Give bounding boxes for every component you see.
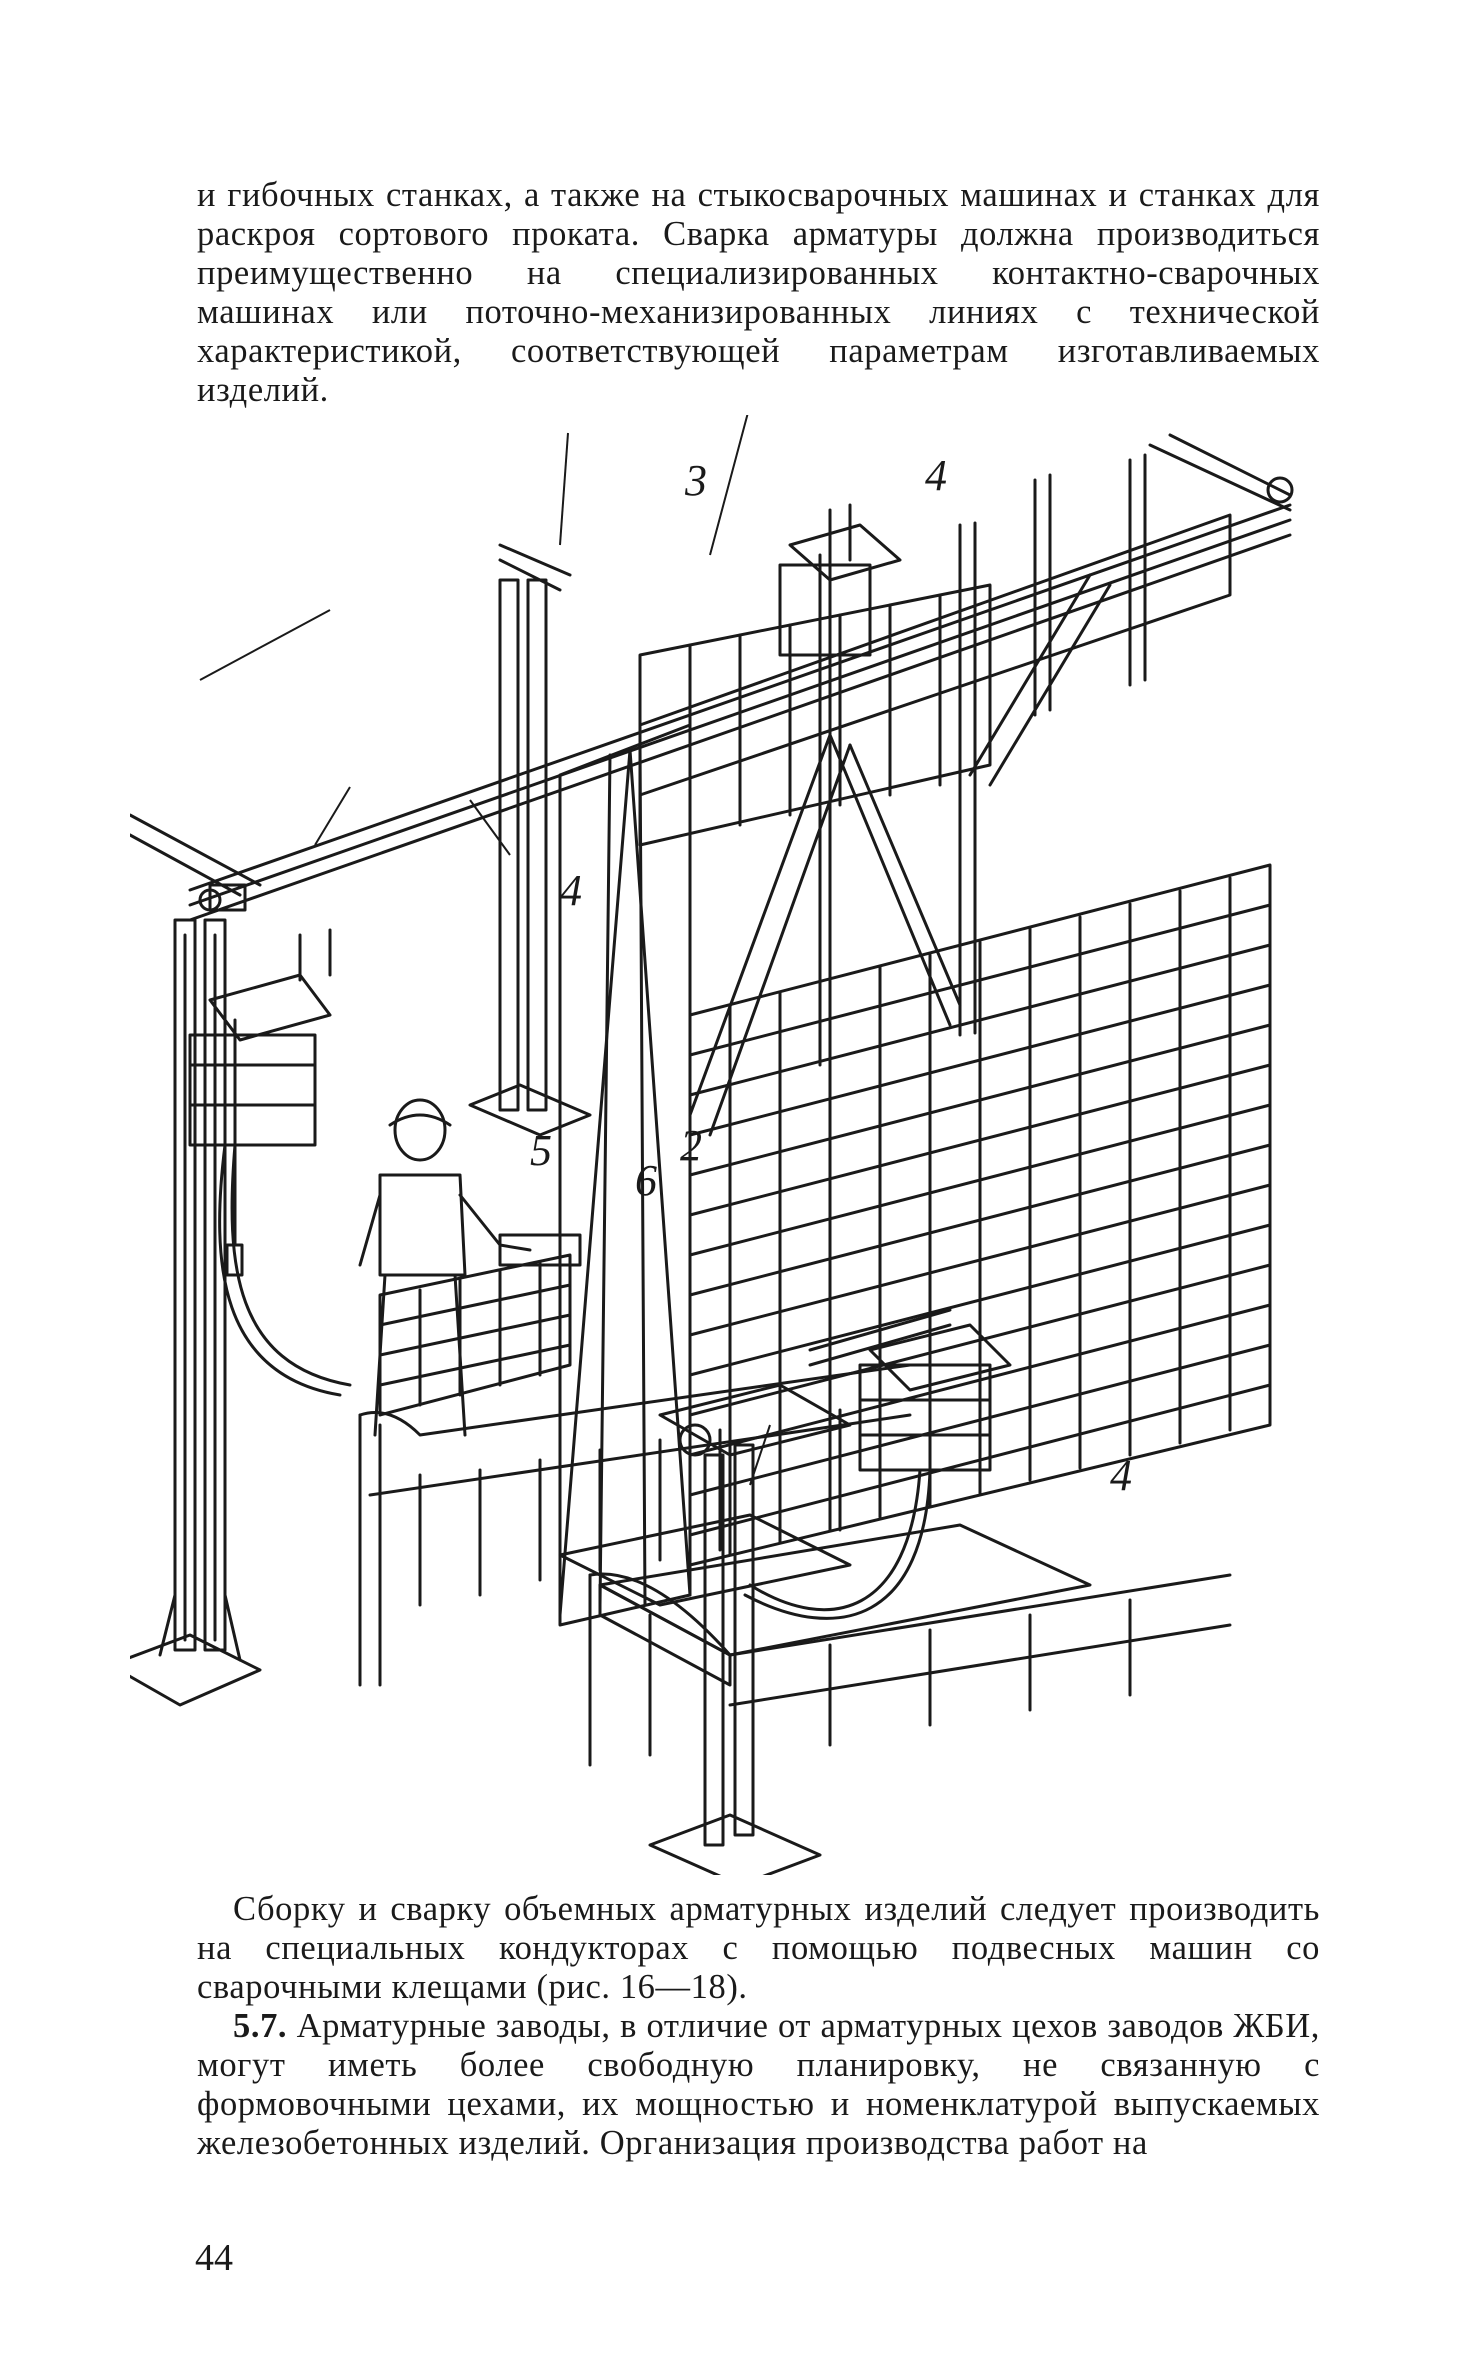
section-number: 5.7. xyxy=(233,2006,288,2045)
paragraph-assembly: Сборку и сварку объемных арматурных изде… xyxy=(197,1890,1320,2006)
reinforcing-mesh xyxy=(638,513,1272,1567)
right-front-column xyxy=(648,1383,852,1887)
left-welding-machine xyxy=(188,928,352,1397)
support-cables xyxy=(688,573,1112,1137)
jig-frame xyxy=(558,723,852,1627)
page-number: 44 xyxy=(195,2237,233,2279)
paragraph-top: и гибочных станках, а также на стыкосвар… xyxy=(197,176,1320,410)
label-3: 3 xyxy=(684,456,707,505)
upper-mesh-panels xyxy=(638,453,1147,1067)
paragraph-bottom: Сборку и сварку объемных арматурных изде… xyxy=(197,1890,1320,2163)
top-welding-machine xyxy=(778,503,902,657)
callout-leaders xyxy=(199,404,771,1486)
small-mesh-panel xyxy=(378,1253,572,1417)
label-6: 6 xyxy=(635,1156,657,1205)
central-gangway xyxy=(588,1523,1232,1767)
label-4-left: 4 xyxy=(560,866,582,915)
center-left-column xyxy=(468,543,592,1137)
paragraph-section-5-7: 5.7. Арматурные заводы, в отличие от арм… xyxy=(197,2007,1320,2163)
left-gangway xyxy=(358,1363,912,1687)
paragraph-top-text: и гибочных станках, а также на стыкосвар… xyxy=(197,176,1320,409)
figure-drawing: 3 4 4 2 5 6 4 xyxy=(108,404,1294,1887)
label-5: 5 xyxy=(530,1126,552,1175)
label-4-right: 4 xyxy=(1110,1451,1132,1500)
section-text: Арматурные заводы, в отличие от арматурн… xyxy=(197,2006,1320,2162)
label-2: 2 xyxy=(680,1121,702,1170)
figure-welding-installation: 3 4 4 2 5 6 4 xyxy=(108,404,1360,1887)
label-4-top: 4 xyxy=(925,451,947,500)
left-column xyxy=(108,813,262,1707)
right-welding-machine xyxy=(743,1308,1012,1620)
